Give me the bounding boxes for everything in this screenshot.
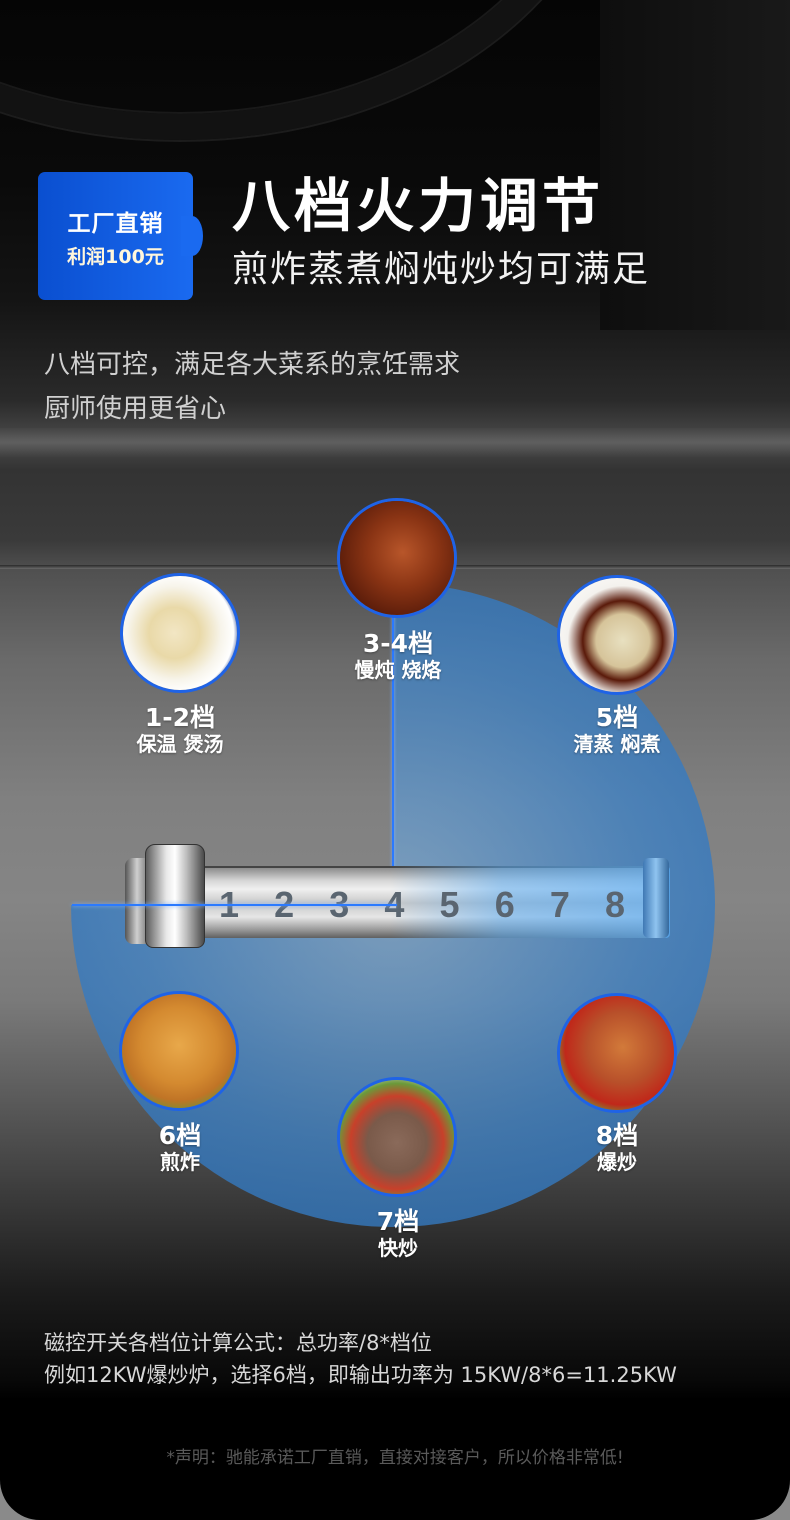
gear-level: 8档 [595, 1121, 639, 1150]
gear-slider-knob[interactable] [145, 844, 205, 948]
badge-subtitle: 利润100元 [67, 245, 164, 268]
gear-level: 6档 [158, 1121, 202, 1150]
gear-label-7: 7档 快炒 [318, 1207, 478, 1261]
dial-end-cap-right [643, 858, 669, 938]
gear-number-8[interactable]: 8 [604, 884, 625, 925]
gear-dishes: 煎炸 [160, 1150, 200, 1174]
page-title: 八档火力调节 [232, 172, 605, 240]
gear-dishes: 爆炒 [597, 1150, 637, 1174]
gear-level: 3-4档 [362, 629, 434, 658]
gear-dial-numbers: 1 2 3 4 5 6 7 8 [205, 884, 645, 934]
page-subtitle: 煎炸蒸煮焖炖炒均可满足 [232, 249, 651, 290]
background-wok-ring [0, 0, 620, 140]
steamed-fish-image [557, 575, 677, 695]
gear-level: 1-2档 [144, 703, 216, 732]
background-highlight [0, 428, 790, 458]
braised-pork-image [337, 498, 457, 618]
bone-soup-image [120, 573, 240, 693]
gear-label-6: 6档 煎炸 [100, 1121, 260, 1175]
factory-direct-badge: 工厂直销 利润100元 [38, 172, 203, 300]
gear-number-7[interactable]: 7 [549, 884, 570, 925]
gear-dial-blue-tint [390, 866, 670, 938]
fried-chicken-image [119, 991, 239, 1111]
badge-title: 工厂直销 [67, 210, 164, 237]
formula-line-2: 例如12KW爆炒炉，选择6档，即输出功率为 15KW/8*6=11.25KW [44, 1363, 677, 1387]
vertical-indicator-line [392, 590, 394, 910]
description: 八档可控，满足各大菜系的烹饪需求 厨师使用更省心 [44, 343, 460, 431]
gear-label-1-2: 1-2档 保温 煲汤 [100, 703, 260, 757]
gear-label-5: 5档 清蒸 焖煮 [537, 703, 697, 757]
gear-number-3[interactable]: 3 [329, 884, 350, 925]
gear-label-3-4: 3-4档 慢炖 烧烙 [318, 629, 478, 683]
gear-dishes: 保温 煲汤 [136, 732, 224, 756]
gear-number-4[interactable]: 4 [384, 884, 405, 925]
gear-number-5[interactable]: 5 [439, 884, 460, 925]
gear-level: 5档 [595, 703, 639, 732]
gear-label-8: 8档 爆炒 [537, 1121, 697, 1175]
background-panel [600, 0, 790, 330]
gear-dishes: 慢炖 烧烙 [354, 658, 442, 682]
gear-dishes: 快炒 [378, 1236, 418, 1260]
description-line-1: 八档可控，满足各大菜系的烹饪需求 [44, 350, 461, 380]
gear-level: 7档 [376, 1207, 420, 1236]
stir-fried-beef-image [337, 1077, 457, 1197]
gear-number-2[interactable]: 2 [274, 884, 295, 925]
description-line-2: 厨师使用更省心 [44, 394, 227, 424]
horizontal-indicator-line [72, 904, 397, 906]
gear-number-6[interactable]: 6 [494, 884, 515, 925]
gear-dishes: 清蒸 焖煮 [573, 732, 661, 756]
formula-line-1: 磁控开关各档位计算公式：总功率/8*档位 [44, 1331, 432, 1355]
spicy-chicken-image [557, 993, 677, 1113]
power-formula: 磁控开关各档位计算公式：总功率/8*档位 例如12KW爆炒炉，选择6档，即输出功… [44, 1327, 677, 1391]
gear-number-1[interactable]: 1 [218, 884, 240, 925]
disclaimer: *声明：驰能承诺工厂直销，直接对接客户，所以价格非常低! [166, 1448, 624, 1468]
